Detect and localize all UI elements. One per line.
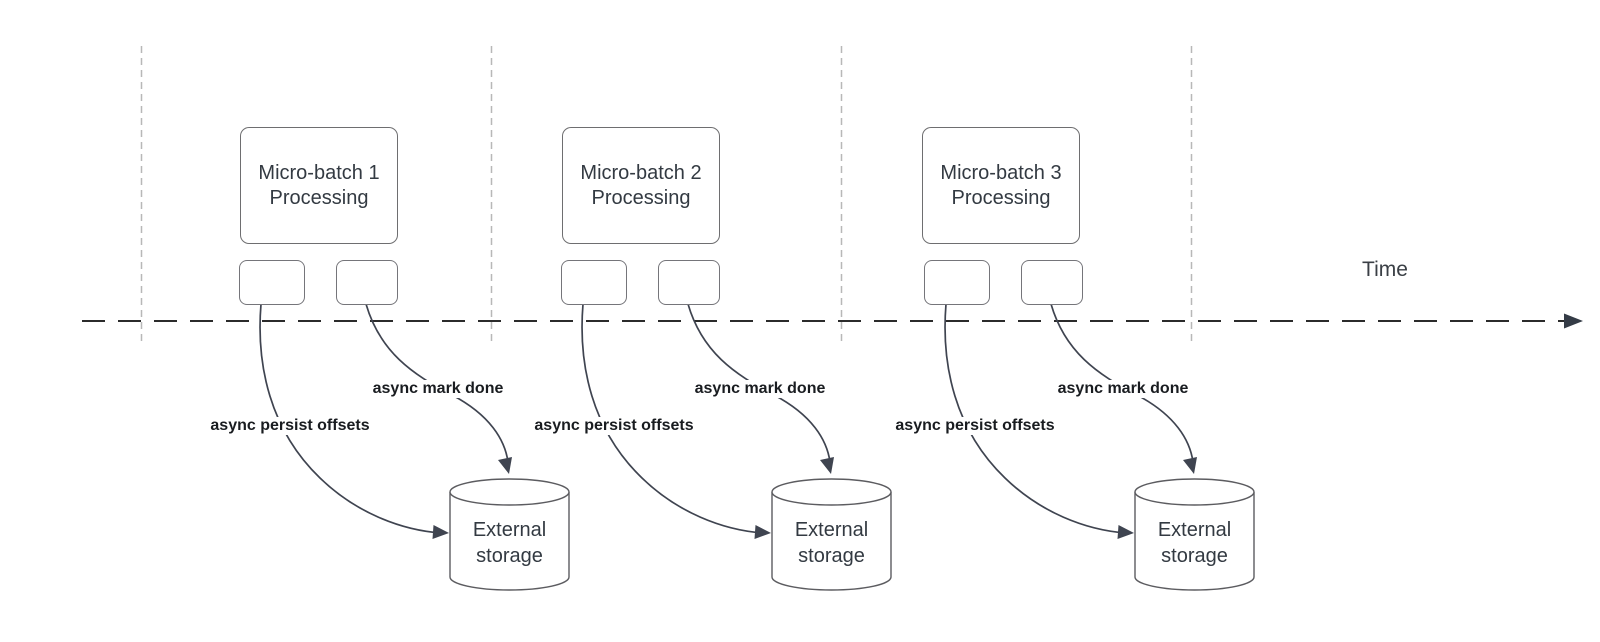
done-chip-3 [1021, 260, 1083, 305]
mark-done-arrowhead-icon [820, 457, 834, 474]
micro-batch-title-line2: Processing [269, 186, 369, 209]
mark-done-label: async mark done [370, 380, 506, 398]
micro-batch-title-line1: Micro-batch 3 [940, 161, 1062, 184]
external-storage-label-3: External storage [1135, 517, 1254, 569]
persist-offsets-label: async persist offsets [208, 417, 372, 435]
persist-arrowhead-icon [1117, 525, 1134, 539]
time-axis [82, 313, 1583, 329]
external-storage-label-2: External storage [772, 517, 891, 569]
storage-cylinder-body [771, 492, 892, 591]
mark-done-arrowhead-icon [1183, 457, 1197, 474]
persist-offsets-arrow [259, 303, 442, 534]
mark-done-arrowhead-icon [498, 457, 512, 474]
storage-cylinder-top [449, 478, 570, 506]
micro-batch-box-2: Micro-batch 2 Processing [562, 127, 720, 244]
external-storage-line1: External [1157, 519, 1232, 541]
mark-done-label: async mark done [1055, 380, 1191, 398]
offset-chip-3 [924, 260, 990, 305]
micro-batch-title-line1: Micro-batch 2 [580, 161, 702, 184]
micro-batch-title-line2: Processing [951, 186, 1051, 209]
done-chip-2 [658, 260, 720, 305]
storage-cylinder-body [449, 492, 570, 591]
external-storage-line2: storage [476, 545, 543, 567]
external-storage-line2: storage [1161, 545, 1228, 567]
group-1-arrows [259, 303, 570, 591]
done-chip-1 [336, 260, 398, 305]
persist-arrowhead-icon [432, 525, 449, 539]
external-storage-line2: storage [798, 545, 865, 567]
group-2-arrows [581, 303, 892, 591]
group-3-arrows [944, 303, 1255, 591]
time-axis-arrowhead-icon [1564, 313, 1583, 329]
persist-offsets-arrow [581, 303, 764, 534]
persist-offsets-label: async persist offsets [893, 417, 1057, 435]
external-storage-line1: External [472, 519, 547, 541]
persist-offsets-label: async persist offsets [532, 417, 696, 435]
mark-done-label: async mark done [692, 380, 828, 398]
storage-cylinder-top [1134, 478, 1255, 506]
persist-arrowhead-icon [754, 525, 771, 539]
offset-chip-1 [239, 260, 305, 305]
storage-cylinder-body [1134, 492, 1255, 591]
time-axis-label: Time [1362, 258, 1408, 281]
micro-batch-title-line2: Processing [591, 186, 691, 209]
interval-gridlines [140, 46, 1193, 341]
external-storage-line1: External [794, 519, 869, 541]
persist-offsets-arrow [944, 303, 1127, 534]
micro-batch-box-1: Micro-batch 1 Processing [240, 127, 398, 244]
offset-chip-2 [561, 260, 627, 305]
micro-batch-box-3: Micro-batch 3 Processing [922, 127, 1080, 244]
storage-cylinder-top [771, 478, 892, 506]
external-storage-label-1: External storage [450, 517, 569, 569]
micro-batch-title-line1: Micro-batch 1 [258, 161, 380, 184]
